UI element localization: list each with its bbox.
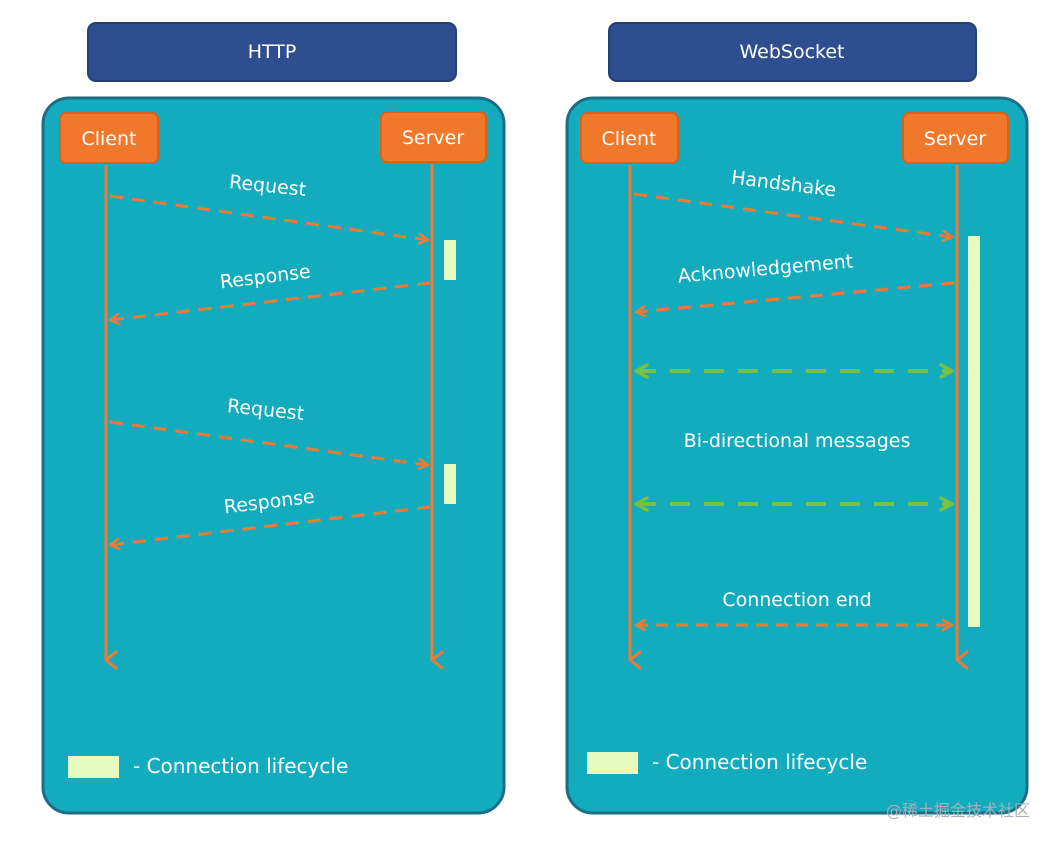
http-panel xyxy=(41,96,506,815)
http-title-box xyxy=(87,22,457,82)
http-request-arrow-1 xyxy=(109,194,428,240)
websocket-server-box xyxy=(902,112,1009,164)
websocket-panel xyxy=(565,96,1029,815)
http-client-box xyxy=(59,112,159,164)
websocket-connection-end-label: Connection end xyxy=(722,589,871,611)
http-title: HTTP xyxy=(248,41,297,63)
websocket-lifecycle-bar xyxy=(968,236,980,627)
http-section: HTTP Client Server Request Response Requ… xyxy=(41,22,506,815)
http-response-arrow-1 xyxy=(110,281,431,320)
websocket-ack-arrow xyxy=(636,281,955,312)
websocket-legend-label: - Connection lifecycle xyxy=(652,750,867,774)
websocket-legend-swatch xyxy=(587,752,638,774)
http-legend-swatch xyxy=(68,756,119,778)
websocket-title: WebSocket xyxy=(739,41,844,63)
http-lifecycle-bar-2 xyxy=(444,464,456,504)
http-lifecycle-bar-1 xyxy=(444,240,456,280)
websocket-handshake-arrow xyxy=(633,192,952,237)
http-request-arrow-2 xyxy=(109,420,428,465)
http-legend-label: - Connection lifecycle xyxy=(133,754,348,778)
http-server-label: Server xyxy=(402,127,464,149)
websocket-section: WebSocket Client Server Handshake Acknow… xyxy=(565,22,1029,815)
websocket-server-label: Server xyxy=(924,128,986,150)
websocket-title-box xyxy=(608,22,977,82)
websocket-client-box xyxy=(580,112,679,164)
watermark: @稀土掘金技术社区 xyxy=(886,801,1030,820)
websocket-bidirectional-label: Bi-directional messages xyxy=(684,430,911,452)
websocket-client-label: Client xyxy=(601,128,656,150)
http-client-label: Client xyxy=(81,128,136,150)
http-server-box xyxy=(380,111,487,163)
http-response-arrow-2 xyxy=(110,505,431,545)
